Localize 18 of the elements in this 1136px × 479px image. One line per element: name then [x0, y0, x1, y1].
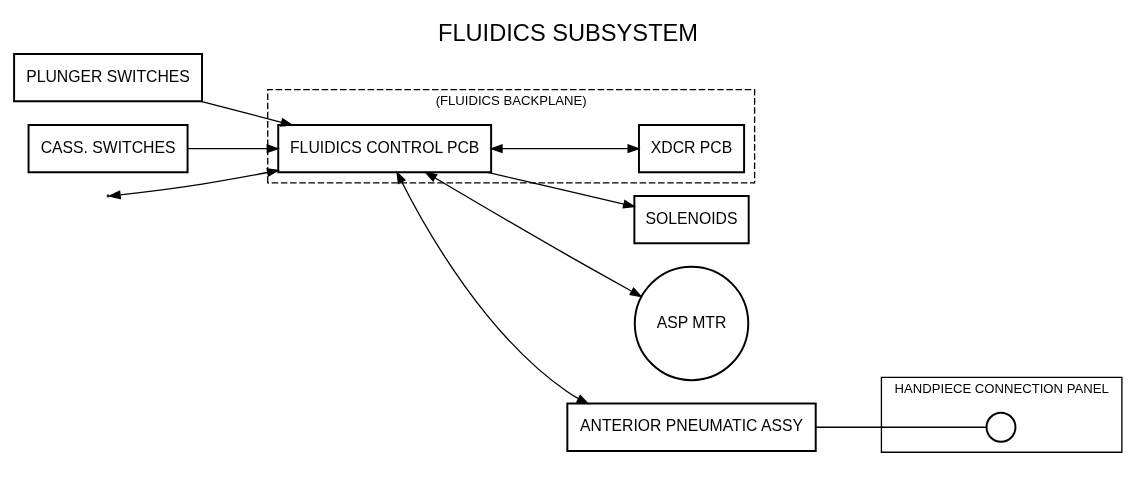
- node-box: FLUIDICS CONTROL PCB: [277, 123, 493, 173]
- node-circle: ASP MTR: [633, 265, 750, 381]
- node-box: ANTERIOR PNEUMATIC ASSY: [566, 402, 817, 452]
- connector: [815, 426, 987, 428]
- node-circle: [985, 411, 1017, 443]
- arrow: [107, 167, 281, 199]
- node-box: XDCR PCB: [637, 123, 746, 173]
- node-box: SOLENOIDS: [633, 194, 750, 244]
- arrow: [489, 143, 641, 153]
- arrow: [396, 170, 590, 404]
- node-box: CASS. SWITCHES: [27, 123, 189, 173]
- diagram-title: FLUIDICS SUBSYSTEM: [437, 19, 699, 46]
- arrow: [424, 170, 643, 297]
- node-box: PLUNGER SWITCHES: [13, 52, 203, 102]
- cluster: HANDPIECE CONNECTION PANEL: [880, 376, 1123, 453]
- arrow: [187, 143, 280, 153]
- arrow: [200, 100, 294, 127]
- arrow: [487, 171, 637, 209]
